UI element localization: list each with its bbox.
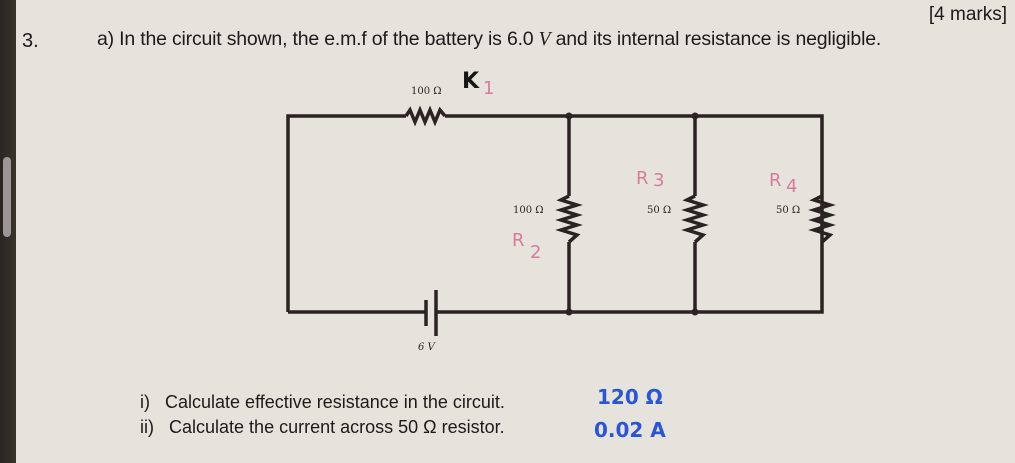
question-number: 3.: [22, 30, 39, 52]
annotation-r4-sub: 4: [786, 176, 797, 197]
branch-3-label: 50 Ω: [776, 205, 800, 216]
branch-1-label: 100 Ω: [513, 205, 544, 216]
branch-3-resistor-symbol: [808, 194, 836, 244]
annotation-r4: R: [769, 170, 782, 191]
subquestion-ii-label: ii): [140, 417, 154, 437]
branch-1-resistor-symbol: [555, 194, 583, 244]
answer-i: 120 Ω: [597, 385, 663, 409]
branch-2-label: 50 Ω: [647, 205, 671, 216]
marks-label: [4 marks]: [928, 4, 1007, 25]
question-text: a) In the circuit shown, the e.m.f of th…: [97, 28, 881, 51]
annotation-r3-sub: 3: [653, 170, 664, 191]
edge-handle: [3, 157, 11, 237]
subquestion-i: i) Calculate effective resistance in the…: [140, 392, 505, 413]
annotation-r2-sub: 2: [530, 242, 541, 263]
subquestion-ii: ii) Calculate the current across 50 Ω re…: [140, 417, 505, 438]
emf-unit: V: [538, 29, 551, 50]
branch-2-resistor-symbol: [681, 194, 709, 244]
battery-label: 6 V: [418, 342, 437, 353]
question-prefix: a) In the circuit shown, the e.m.f of th…: [97, 28, 507, 50]
series-resistor-label: 100 Ω: [411, 86, 442, 97]
annotation-r3: R: [636, 168, 649, 189]
junction-dot: [691, 112, 699, 120]
subquestion-i-text: Calculate effective resistance in the ci…: [165, 392, 505, 412]
subquestion-i-label: i): [140, 392, 150, 412]
answer-ii: 0.02 A: [594, 418, 666, 442]
junction-dot: [565, 112, 573, 120]
annotation-k: K: [462, 69, 480, 94]
emf-value: 6.0: [506, 28, 534, 50]
series-resistor-symbol: [404, 105, 447, 127]
question-suffix: and its internal resistance is negligibl…: [550, 28, 882, 50]
device-edge: [0, 0, 16, 463]
junction-dot: [691, 308, 699, 316]
annotation-r2: R: [512, 230, 525, 251]
annotation-k-sub: 1: [483, 78, 494, 99]
wire-top-left: [286, 114, 406, 312]
junction-dot: [565, 308, 573, 316]
subquestion-ii-text: Calculate the current across 50 Ω resist…: [169, 417, 505, 437]
wire-top-right: [436, 114, 824, 314]
